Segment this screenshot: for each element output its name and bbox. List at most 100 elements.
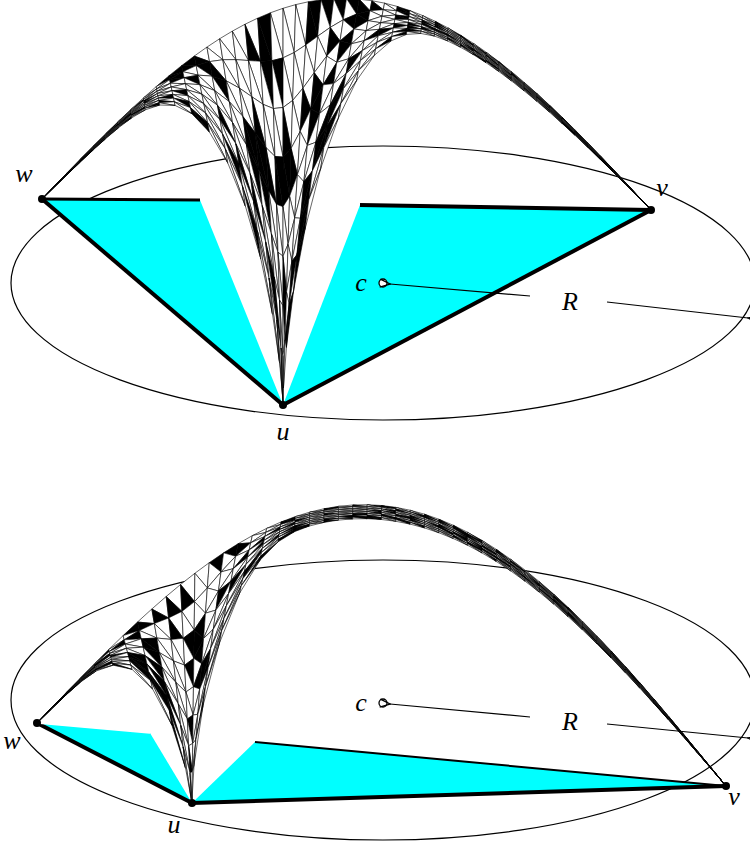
mesh-triangle xyxy=(382,518,396,522)
mesh-triangle xyxy=(80,668,95,680)
mesh-triangle xyxy=(511,569,525,581)
mesh-triangle xyxy=(597,639,611,655)
mesh-triangle xyxy=(66,680,81,694)
mesh-triangle xyxy=(93,138,106,150)
radius-arrow xyxy=(607,724,748,738)
mesh-triangle xyxy=(66,680,81,694)
mesh-triangle xyxy=(562,121,575,134)
mesh-triangle xyxy=(697,752,711,769)
mesh-triangle xyxy=(453,537,467,545)
mesh-triangle xyxy=(80,148,93,161)
mesh-triangle xyxy=(562,120,575,133)
mesh-triangle xyxy=(118,116,131,126)
mesh-triangle xyxy=(654,702,668,719)
mesh-triangle xyxy=(80,149,93,161)
mesh-triangle xyxy=(669,719,683,736)
mesh-triangle xyxy=(461,46,474,55)
mesh-triangle xyxy=(588,143,601,156)
mesh-triangle xyxy=(407,28,421,31)
mesh-triangle xyxy=(358,49,375,71)
mesh-triangle xyxy=(697,752,711,769)
mesh-triangle xyxy=(51,693,65,708)
point-label: c xyxy=(355,690,367,716)
mesh-triangle xyxy=(395,15,409,19)
triangulated-dome xyxy=(37,505,726,800)
mesh-triangle xyxy=(600,159,613,172)
vertex-dot xyxy=(33,719,41,727)
mesh-triangle xyxy=(80,148,93,161)
mesh-triangle xyxy=(425,526,439,533)
point-label: u xyxy=(168,812,181,838)
mesh-triangle xyxy=(321,118,339,168)
mesh-triangle xyxy=(280,300,284,355)
mesh-triangle xyxy=(654,701,668,718)
vertex-dot xyxy=(647,206,655,214)
mesh-triangle xyxy=(669,719,683,736)
mesh-triangle xyxy=(51,694,65,708)
triangle-edge xyxy=(192,786,726,803)
mesh-triangle xyxy=(683,734,697,752)
mesh-triangle xyxy=(611,657,625,673)
mesh-triangle xyxy=(186,692,193,719)
mesh-triangle xyxy=(654,703,668,720)
triangulated-dome xyxy=(42,0,651,405)
mesh-triangle xyxy=(654,699,668,716)
mesh-triangle xyxy=(626,668,640,685)
mesh-triangle xyxy=(562,120,575,133)
mesh-triangle xyxy=(190,773,192,800)
mesh-triangle xyxy=(111,657,129,661)
mesh-triangle xyxy=(613,171,626,184)
mesh-triangle xyxy=(613,172,626,185)
mesh-triangle xyxy=(588,147,601,160)
mesh-triangle xyxy=(468,544,482,553)
mesh-triangle xyxy=(118,115,131,126)
mesh-triangle xyxy=(640,687,654,703)
mesh-triangle xyxy=(613,172,626,185)
mesh-triangle xyxy=(640,684,654,701)
mesh-triangle xyxy=(80,147,93,160)
mesh-triangle xyxy=(80,668,95,680)
mesh-triangle xyxy=(588,145,601,158)
mesh-triangle xyxy=(66,680,81,694)
mesh-triangle xyxy=(524,89,537,101)
mesh-triangle xyxy=(626,672,640,688)
mesh-triangle xyxy=(281,348,283,405)
mesh-triangle xyxy=(511,80,524,91)
mesh-triangle xyxy=(597,643,611,658)
mesh-triangle xyxy=(683,736,697,753)
mesh-triangle xyxy=(554,603,568,617)
mesh-triangle xyxy=(81,670,97,681)
mesh-triangle xyxy=(562,121,575,134)
mesh-triangle xyxy=(626,183,639,197)
mesh-triangle xyxy=(208,618,224,667)
mesh-triangle xyxy=(341,71,359,104)
mesh-triangle xyxy=(96,663,113,670)
mesh-triangle xyxy=(260,61,273,108)
mesh-triangle xyxy=(453,537,467,545)
mesh-triangle xyxy=(562,120,575,133)
mesh-triangle xyxy=(374,41,391,56)
mesh-triangle xyxy=(305,169,320,229)
mesh-triangle xyxy=(683,734,697,752)
mesh-triangle xyxy=(626,183,639,197)
mesh-triangle xyxy=(393,24,407,28)
mesh-triangle xyxy=(611,653,625,669)
cyan-face xyxy=(192,742,726,803)
mesh-triangle xyxy=(640,688,654,704)
mesh-triangle xyxy=(309,522,324,526)
mesh-triangle xyxy=(159,102,175,106)
mesh-triangle xyxy=(106,126,119,137)
mesh-triangle xyxy=(434,34,447,41)
mesh-triangle xyxy=(697,751,711,769)
mesh-triangle xyxy=(66,678,80,693)
mesh-triangle xyxy=(338,506,352,508)
mesh-triangle xyxy=(600,156,613,170)
mesh-triangle xyxy=(194,706,203,765)
mesh-triangle xyxy=(391,34,406,40)
mesh-triangle xyxy=(524,88,537,100)
mesh-triangle xyxy=(600,156,613,170)
mesh-triangle xyxy=(588,145,601,158)
mesh-triangle xyxy=(613,170,626,183)
mesh-triangle xyxy=(171,638,185,665)
mesh-triangle xyxy=(640,684,654,701)
